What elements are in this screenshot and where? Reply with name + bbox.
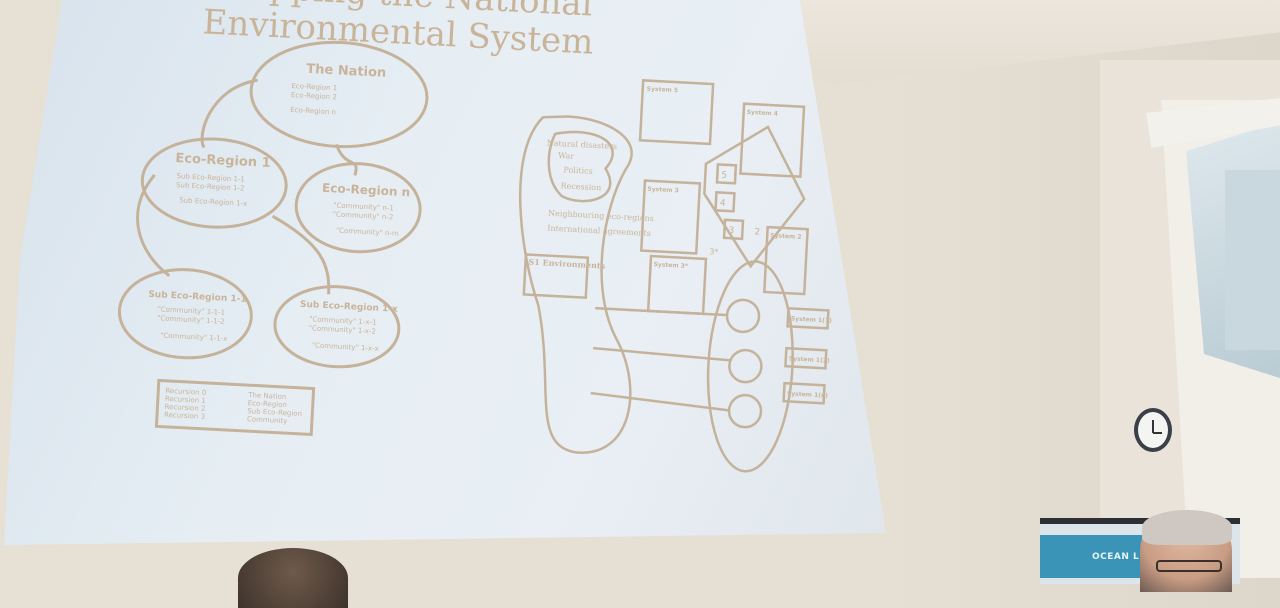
external-line: International agreements [547, 224, 651, 238]
system-1-2-label: System 1(2) [789, 355, 830, 364]
window-pane [1225, 170, 1280, 350]
external-item: War [558, 151, 575, 161]
eco-region-1-item: Sub Eco-Region 1-2 [176, 181, 245, 193]
external-line: Neighbouring eco-regions [548, 209, 654, 224]
projection-screen [4, 0, 886, 545]
sub-eco-region-1-1-ellipse [117, 268, 253, 360]
s1-environments-label: S1 Environments [528, 257, 606, 271]
external-threats-cloud [547, 130, 614, 203]
external-item: Recession [560, 181, 601, 192]
legend-left-item: Recursion 2 [164, 403, 205, 413]
nation-label: The Nation [306, 62, 387, 81]
eco-region-1-label: Eco-Region 1 [175, 151, 271, 171]
legend-left-item: Recursion 1 [165, 395, 206, 405]
system-5-label: System 5 [647, 86, 679, 95]
clock-hour-hand [1152, 420, 1154, 433]
eco-region-1-ellipse [140, 137, 288, 229]
audience-head-left [238, 548, 348, 608]
arrow-eco1-to-sub1x [271, 214, 331, 295]
legend-right-item: Eco-Region [248, 399, 288, 409]
system-3-box [639, 179, 702, 255]
vsm-node-label: 4 [720, 199, 727, 209]
system-4-box [739, 102, 806, 179]
sub-eco-region-1-x-ellipse [273, 285, 401, 369]
legend-right-item: Sub Eco-Region [247, 407, 302, 418]
vsm-diamond [703, 125, 806, 269]
sub-eco-region-1-x-item: "Community" 1-x-x [312, 341, 379, 352]
eco-region-n-item: "Community" n-2 [333, 210, 394, 221]
legend-left-item: Recursion 0 [165, 387, 206, 397]
sub-eco-region-1-1-label: Sub Eco-Region 1-1 [148, 290, 247, 305]
legend-box [154, 378, 316, 437]
vsm-node-label: 2 [754, 227, 760, 237]
arrow-eco1-to-sub11 [136, 173, 171, 278]
legend-left-item: Recursion 3 [164, 411, 205, 421]
clock-minute-hand [1153, 432, 1162, 434]
poster-text: OCEAN LITERACY [1092, 552, 1186, 562]
system-5-box [638, 79, 715, 146]
system-3star-label: System 3* [653, 261, 689, 270]
vsm-node-label: 3 [728, 226, 734, 236]
eco-region-n-item: "Community" n-m [336, 227, 399, 238]
system-2-label: System 2 [770, 232, 802, 241]
sub-eco-region-1-1-item: "Community" 1-1-1 [157, 305, 225, 317]
system-4-label: System 4 [746, 109, 778, 118]
audience-hair-right [1142, 510, 1232, 545]
nation-item: Eco-Region n [290, 106, 336, 116]
arrow-nation-to-eco1 [200, 78, 258, 149]
operations-ellipse [706, 260, 794, 473]
eco-region-n-item: "Community" n-1 [333, 201, 394, 212]
s1-environments-box [522, 253, 590, 299]
legend-right-item: Community [247, 415, 288, 425]
eco-region-1-item: Sub Eco-Region 1-1 [176, 172, 245, 184]
projected-slide: Mapping the National Environmental Syste… [117, 0, 832, 473]
sub-eco-region-1-x-item: "Community" 1-x-1 [309, 315, 377, 327]
nation-ellipse [249, 40, 429, 149]
system-1-n-label: System 1(n) [787, 390, 829, 399]
eco-region-1-item: Sub Eco-Region 1-x [179, 196, 247, 208]
wall-clock [1134, 408, 1172, 452]
system-1-1-label: System 1(1) [791, 315, 832, 324]
sub-eco-region-1-1-item: "Community" 1-1-x [160, 331, 228, 343]
s1-environment-outline [518, 115, 633, 454]
vsm-node-label: 5 [721, 171, 727, 181]
legend-right-item: The Nation [247, 391, 287, 401]
external-item: Natural disasters [547, 138, 618, 151]
external-item: Politics [563, 165, 593, 176]
arrow-nation-to-econ [335, 143, 358, 176]
nation-item: Eco-Region 1 [291, 82, 337, 92]
eco-region-n-label: Eco-Region n [322, 181, 411, 200]
glasses [1156, 560, 1222, 572]
system-3-label: System 3 [647, 186, 679, 195]
eco-region-n-ellipse [294, 162, 422, 254]
sub-eco-region-1-x-item: "Community" 1-x-2 [309, 324, 377, 336]
sub-eco-region-1-1-item: "Community" 1-1-2 [157, 314, 225, 326]
nation-item: Eco-Region 2 [291, 91, 337, 101]
vsm-node-label: 3* [709, 247, 719, 256]
